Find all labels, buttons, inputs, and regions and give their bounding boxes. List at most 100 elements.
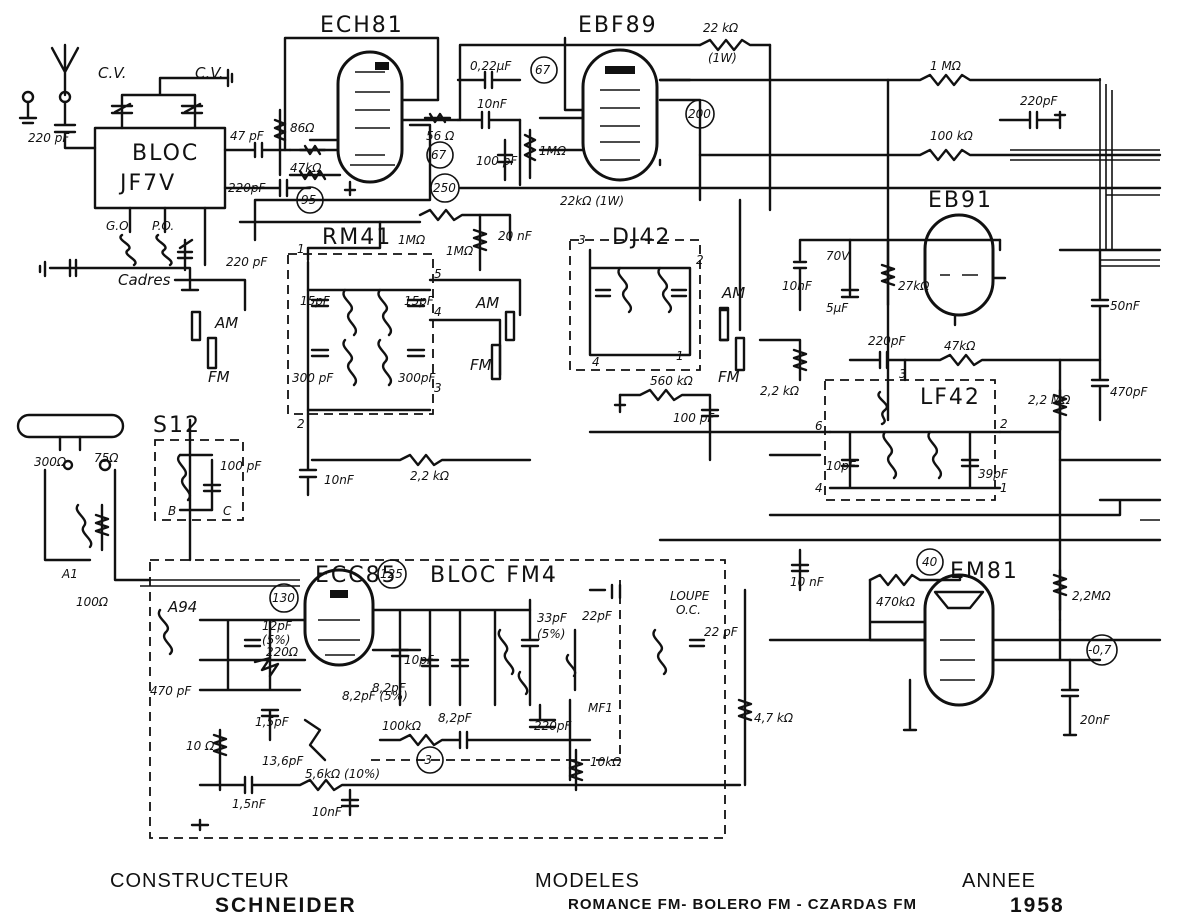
r-560k-label: 560 kΩ (650, 374, 694, 388)
oc-label: O.C. (676, 603, 701, 617)
lf42-dashed-box (824, 379, 996, 501)
schematic-footer: CONSTRUCTEUR SCHNEIDER MODELES ROMANCE F… (0, 862, 1200, 922)
mf1-label: MF1 (588, 701, 613, 715)
c-470pf-a-label: 470pF (1110, 385, 1149, 399)
ecc85-label: ECC85 (315, 563, 398, 588)
r-86-label: 86Ω (290, 121, 315, 135)
r-22k-1w-a-watt: (1W) (708, 51, 737, 65)
c-220pf-d-label: 220pF (534, 719, 573, 733)
c-10nf-c-label: 10nF (782, 279, 813, 293)
eb91-tube (792, 213, 1162, 422)
c-15pf-b-label: 15pF (404, 294, 435, 308)
annee-value: 1958 (1010, 894, 1065, 917)
c-100pf-a-label: 100 pF (476, 154, 518, 168)
v-67-a: 67 (535, 63, 551, 77)
c-10pf-a-label: 10pF (826, 459, 857, 473)
bloc-label-line1: BLOC (132, 141, 199, 166)
switch-fm-3: FM (718, 368, 740, 386)
rm41-pin-1: 1 (297, 242, 305, 256)
modeles-label: MODELES (535, 870, 640, 892)
rm41-block (173, 208, 532, 562)
c-5uf-label: 5µF (826, 301, 849, 315)
v-minus3: -3 (420, 753, 432, 767)
rm41-pin-2: 2 (297, 417, 305, 431)
a1-label: A1 (61, 567, 78, 581)
modeles-value: ROMANCE FM- BOLERO FM - CZARDAS FM (568, 896, 917, 913)
rm41-pin-4: 4 (434, 305, 442, 319)
r-470k-label: 470kΩ (876, 595, 916, 609)
c-220pf-c-label: 220pF (868, 334, 907, 348)
s12-pin-b: B (168, 504, 176, 518)
r-10k-label: 10kΩ (590, 755, 622, 769)
r-1m-a-label: 1MΩ (539, 144, 567, 158)
dj42-pin-1: 1 (676, 349, 684, 363)
c-10nf-b-label: 10nF (324, 473, 355, 487)
ecc85-envelope (303, 568, 375, 667)
r-100k-top-label: 100 kΩ (930, 129, 974, 143)
dj42-dashed-box (569, 239, 701, 371)
c-15pf-a-label: 15pF (300, 294, 331, 308)
c-22pf-a-label: 22pF (582, 609, 613, 623)
em81-label: EM81 (950, 559, 1019, 584)
r-27k-label: 27kΩ (898, 279, 930, 293)
lf42-pin-1: 1 (1000, 481, 1008, 495)
r-2k2-a-label: 2,2 kΩ (410, 469, 450, 483)
c-136pf-label: 13,6pF (262, 754, 304, 768)
c-10nf-e-label: 10nF (312, 805, 343, 819)
fm-input (16, 413, 300, 656)
s12-pin-c: C (223, 504, 232, 518)
lf42-block (588, 338, 1102, 622)
v-130: 130 (272, 591, 295, 605)
r-22k-1w-a-label: 22 kΩ (703, 21, 739, 35)
c-20nf-b-label: 20nF (1080, 713, 1111, 727)
v-250: 250 (433, 181, 456, 195)
c-82pf-c-label: 8,2pF (438, 711, 473, 725)
c-82pf-b-label: 8,2pF (372, 681, 407, 695)
lf42-pin-2: 2 (1000, 417, 1008, 431)
c-15nf-label: 1,5nF (232, 797, 267, 811)
r-75-label: 75Ω (94, 451, 119, 465)
antenna-symbol (50, 43, 80, 97)
s12-dashed-box (154, 439, 244, 521)
c-220pf-top-label: 220pF (1020, 94, 1059, 108)
dj42-pin-3: 3 (578, 233, 586, 247)
c-470pf-b-label: 470 pF (150, 684, 192, 698)
c-20nf-a-label: 20 nF (498, 229, 533, 243)
ech81-tube (253, 36, 460, 242)
c-47pf-label: 47 pF (230, 129, 265, 143)
lf42-pin-6: 6 (815, 419, 823, 433)
cadres-label: Cadres (118, 271, 171, 289)
switch-am-fm-1 (190, 310, 516, 381)
r-2m2-a-label: 2,2 MΩ (1028, 393, 1071, 407)
lf42-pin-4: 4 (815, 481, 823, 495)
bloc-fm4 (149, 559, 753, 839)
r-22k-1w-b-label: 22kΩ (1W) (560, 194, 624, 208)
r-47k-b-label: 47kΩ (944, 339, 976, 353)
c-12pf-tol: (5%) (262, 633, 290, 647)
v-minus07: -0,7 (1088, 643, 1112, 657)
dj42-pin-2: 2 (696, 253, 704, 267)
bloc-fm4-label: BLOC FM4 (430, 563, 558, 588)
ech81-label: ECH81 (320, 13, 404, 38)
c-15pf-c-label: 1,5pF (255, 715, 290, 729)
c-100pf-b-label: 100 pF (673, 411, 715, 425)
switch-am-1: AM (214, 314, 238, 332)
s12-label: S12 (153, 413, 201, 438)
eb91-label: EB91 (928, 188, 993, 213)
c-33pf-tol: (5%) (537, 627, 565, 641)
lf42-pin-3: 3 (899, 367, 907, 381)
r-100-label: 100Ω (76, 595, 109, 609)
r-300-label: 300Ω (34, 455, 67, 469)
rm41-pin-5: 5 (434, 267, 442, 281)
switch-am-3: AM (721, 284, 745, 302)
r-2k2-b-label: 2,2 kΩ (760, 384, 800, 398)
em81-tube (868, 568, 1102, 737)
c-22pf-b-label: 22 pF (704, 625, 739, 639)
v-200: 200 (688, 107, 711, 121)
constructeur-label: CONSTRUCTEUR (110, 870, 290, 892)
r-1m-top-label: 1 MΩ (930, 59, 962, 73)
r-4k7-label: 4,7 kΩ (754, 711, 794, 725)
c-10pf-b-label: 10pF (404, 653, 435, 667)
rm41-label: RM41 (322, 225, 392, 250)
c-022uf-label: 0,22µF (470, 59, 512, 73)
